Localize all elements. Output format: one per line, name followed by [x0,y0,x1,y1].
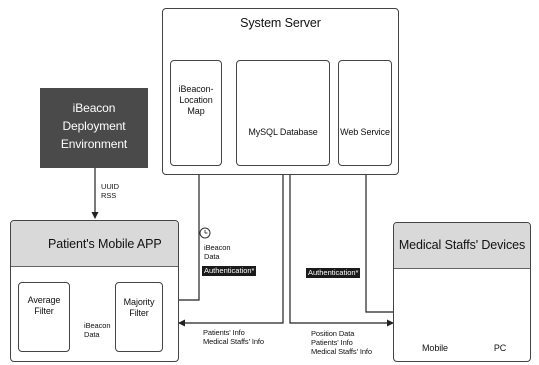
majority-filter-label: Majority Filter [123,297,155,318]
beacon-data-up-label: iBeacon Data [204,243,231,261]
web-service-label: Web Service [340,127,390,137]
to-patient-label: Patients' Info Medical Staffs' Info [203,328,264,346]
deployment-label: iBeacon Deployment Environment [60,101,128,151]
to-staff-label: Position Data Patients' Info Medical Sta… [311,329,372,356]
clock-icon [199,227,211,239]
db-to-patient-arrow [178,166,284,327]
database-label: MySQL Database [248,127,318,137]
auth-right-badge: Authentication* [306,268,361,278]
majority-filter-box: Majority Filter [115,282,163,352]
mobile-app-header [11,221,178,267]
location-map-label: iBeacon- Location Map [178,84,214,116]
location-map-box: iBeacon- Location Map [170,60,222,166]
staff-devices-title: Medical Staffs' Devices [398,238,526,252]
beacon-data-inner-label: iBeacon Data [84,321,111,339]
average-filter-label: Average Filter [27,295,61,316]
mobile-device-label: Mobile [422,343,448,353]
average-filter-box: Average Filter [18,282,70,352]
deployment-data-label: UUID RSS [101,182,119,200]
staff-devices-box: Medical Staffs' Devices [393,222,531,362]
pc-device-label: PC [493,343,507,353]
system-server-title: System Server [240,16,321,30]
web-service-box: Web Service [338,60,392,166]
db-to-staff-arrow [289,166,394,327]
staff-to-web-arrow [362,165,396,313]
staff-devices-header [394,223,530,269]
database-box: MySQL Database [236,60,330,166]
deployment-box: iBeacon Deployment Environment [40,88,148,168]
auth-left-badge: Authentication* [202,266,257,276]
mobile-app-title: Patient's Mobile APP [48,237,162,251]
